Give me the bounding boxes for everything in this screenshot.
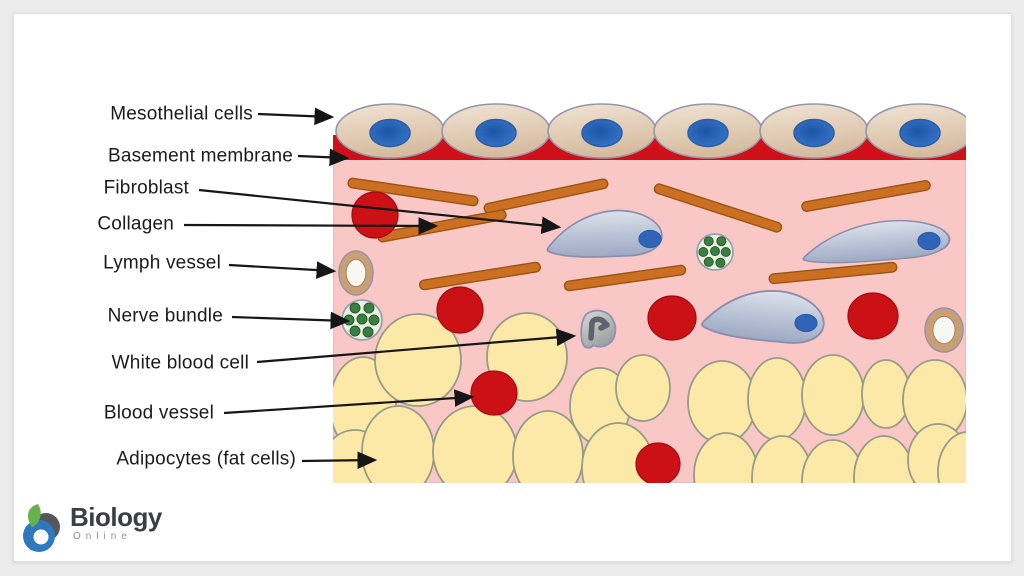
wbc-hook — [588, 316, 610, 341]
nerve-fiber-dot — [710, 246, 720, 257]
nerve-fiber-dot — [349, 325, 361, 337]
label-arrow — [297, 148, 350, 167]
label-arrows — [183, 107, 577, 470]
collagen-fiber — [768, 261, 898, 285]
fibroblast-cell — [546, 209, 663, 258]
adipocyte-cell — [747, 357, 807, 441]
logo-text: Biology Online — [70, 503, 162, 542]
collagen-fiber — [347, 177, 479, 207]
mesothelial-nucleus — [475, 118, 517, 148]
biology-online-logo: Biology Online — [20, 503, 162, 557]
nerve-fiber-dot — [349, 302, 361, 314]
label-arrow — [301, 451, 378, 470]
blood-vessel-cell — [847, 292, 899, 340]
lymph-vessel-lumen — [932, 315, 956, 345]
collagen-fiber — [653, 183, 783, 233]
nerve-fiber-dot — [715, 257, 726, 268]
fibroblast-nucleus — [917, 231, 941, 251]
logo-subtitle: Online — [73, 531, 132, 542]
nerve-fiber-dot — [716, 236, 727, 247]
label-arrow — [231, 311, 351, 330]
label-arrow — [198, 188, 562, 235]
adipocyte-cell — [361, 405, 435, 483]
blood-vessel-cell — [635, 442, 681, 483]
adipocyte-cell — [687, 360, 757, 444]
logo-b-icon — [23, 504, 60, 552]
blood-vessel-cell — [470, 370, 518, 416]
label-arrow — [256, 328, 577, 364]
collagen-fiber — [418, 261, 542, 291]
adipocyte-cell — [853, 435, 915, 483]
lymph-vessel-lumen — [345, 258, 367, 288]
fibroblast-nucleus — [794, 313, 818, 333]
nerve-fiber-dot — [703, 236, 714, 247]
blood-vessel-cell — [436, 286, 484, 334]
nerve-fiber-dot — [703, 256, 714, 267]
adipocyte-cell — [615, 354, 671, 422]
label-arrow — [228, 261, 337, 279]
collagen-fiber — [563, 264, 687, 292]
nerve-fiber-dot — [356, 313, 368, 325]
adipocyte-cell — [512, 410, 584, 483]
nerve-fiber-dot — [363, 302, 375, 314]
label-arrow — [223, 389, 475, 415]
fibroblast-nucleus — [638, 229, 662, 249]
nerve-fiber-dot — [720, 247, 731, 257]
nerve-fiber-dot — [362, 326, 374, 338]
adipocyte-cell — [374, 313, 462, 407]
adipocyte-cell — [693, 432, 759, 483]
tissue-section — [333, 103, 966, 483]
label-arrow — [257, 107, 335, 126]
fibroblast-cell — [802, 219, 951, 264]
mesothelial-nucleus — [687, 118, 729, 148]
nerve-fiber-dot — [368, 314, 380, 326]
mesothelial-nucleus — [581, 118, 623, 148]
white-blood-cell — [580, 309, 617, 349]
adipocyte-cell — [801, 354, 865, 436]
wbc-body — [580, 309, 617, 349]
fibroblast-cell — [701, 289, 825, 344]
collagen-fiber — [801, 180, 931, 212]
mesothelial-nucleus — [369, 118, 411, 148]
blood-vessel-cell — [351, 191, 399, 239]
collagen-fiber — [483, 178, 609, 214]
mesothelial-nucleus — [899, 118, 941, 148]
blood-vessel-cell — [647, 295, 697, 341]
nerve-fiber-dot — [698, 247, 709, 257]
mesothelial-nucleus — [793, 118, 835, 148]
adipocyte-cell — [432, 405, 518, 483]
label-arrow — [183, 217, 439, 235]
logo-title: Biology — [70, 502, 162, 532]
adipocyte-cell — [937, 431, 966, 483]
